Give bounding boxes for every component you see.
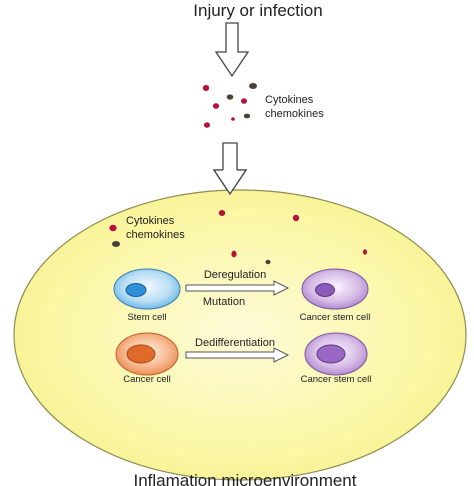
cancer-stem-cell-body — [301, 268, 369, 310]
cytokine-dot — [204, 122, 210, 128]
cytokine-dot — [292, 214, 300, 222]
cancer-cell-nucleus — [126, 344, 156, 364]
chemokine-dot — [265, 259, 271, 265]
inside-chemokines-label: chemokines — [126, 229, 185, 241]
cytokine-dot — [212, 103, 220, 109]
cytokine-dot — [202, 85, 210, 91]
cancer-stem-cell-label-bottom: Cancer stem cell — [301, 374, 372, 385]
cytokine-dot — [231, 117, 235, 121]
cytokine-dot — [218, 210, 226, 216]
chemokine-dot — [112, 241, 120, 247]
chemokine-dot — [249, 83, 257, 89]
cancer-stem-cell-label-top: Cancer stem cell — [300, 312, 371, 323]
inflammation-environment — [13, 189, 467, 481]
inside-signal-cluster — [109, 210, 367, 265]
cancer-stem-cell-top — [301, 268, 369, 310]
chemokine-dot — [243, 113, 251, 119]
stem-cell — [113, 268, 181, 310]
mutation-label: Mutation — [203, 296, 245, 308]
dedifferentiation-arrow — [185, 347, 290, 363]
cytokine-dot — [363, 249, 367, 255]
deregulation-label: Deregulation — [204, 269, 266, 281]
stem-cell-label: Stem cell — [127, 312, 166, 323]
cancer-cell — [115, 332, 179, 376]
dedifferentiation-label: Dedifferentiation — [195, 337, 275, 349]
outside-signal-cluster — [202, 83, 257, 128]
chemokine-dot — [226, 94, 234, 100]
cancer-cell-label: Cancer cell — [123, 374, 171, 385]
cytokine-dot — [231, 250, 237, 258]
outside-chemokines-label: chemokines — [265, 108, 324, 120]
cytokine-dot — [241, 98, 247, 104]
cytokine-dot — [109, 224, 117, 232]
title-label: Injury or infection — [193, 1, 322, 20]
top-down-arrow — [214, 22, 250, 78]
outside-cytokines-label: Cytokines — [265, 94, 314, 106]
cancer-stem-cell-bottom — [304, 332, 368, 376]
middle-down-arrow-tip — [212, 169, 248, 196]
cancer-stem-cell-nucleus — [316, 344, 346, 364]
inside-cytokines-label: Cytokines — [126, 215, 175, 227]
deregulation-arrow — [185, 280, 290, 296]
stem-cell-nucleus — [125, 283, 147, 297]
cancer-stem-cell-nucleus — [315, 283, 335, 297]
stem-cell-body — [113, 268, 181, 310]
environment-label: Inflamation microenvironment — [134, 471, 357, 486]
